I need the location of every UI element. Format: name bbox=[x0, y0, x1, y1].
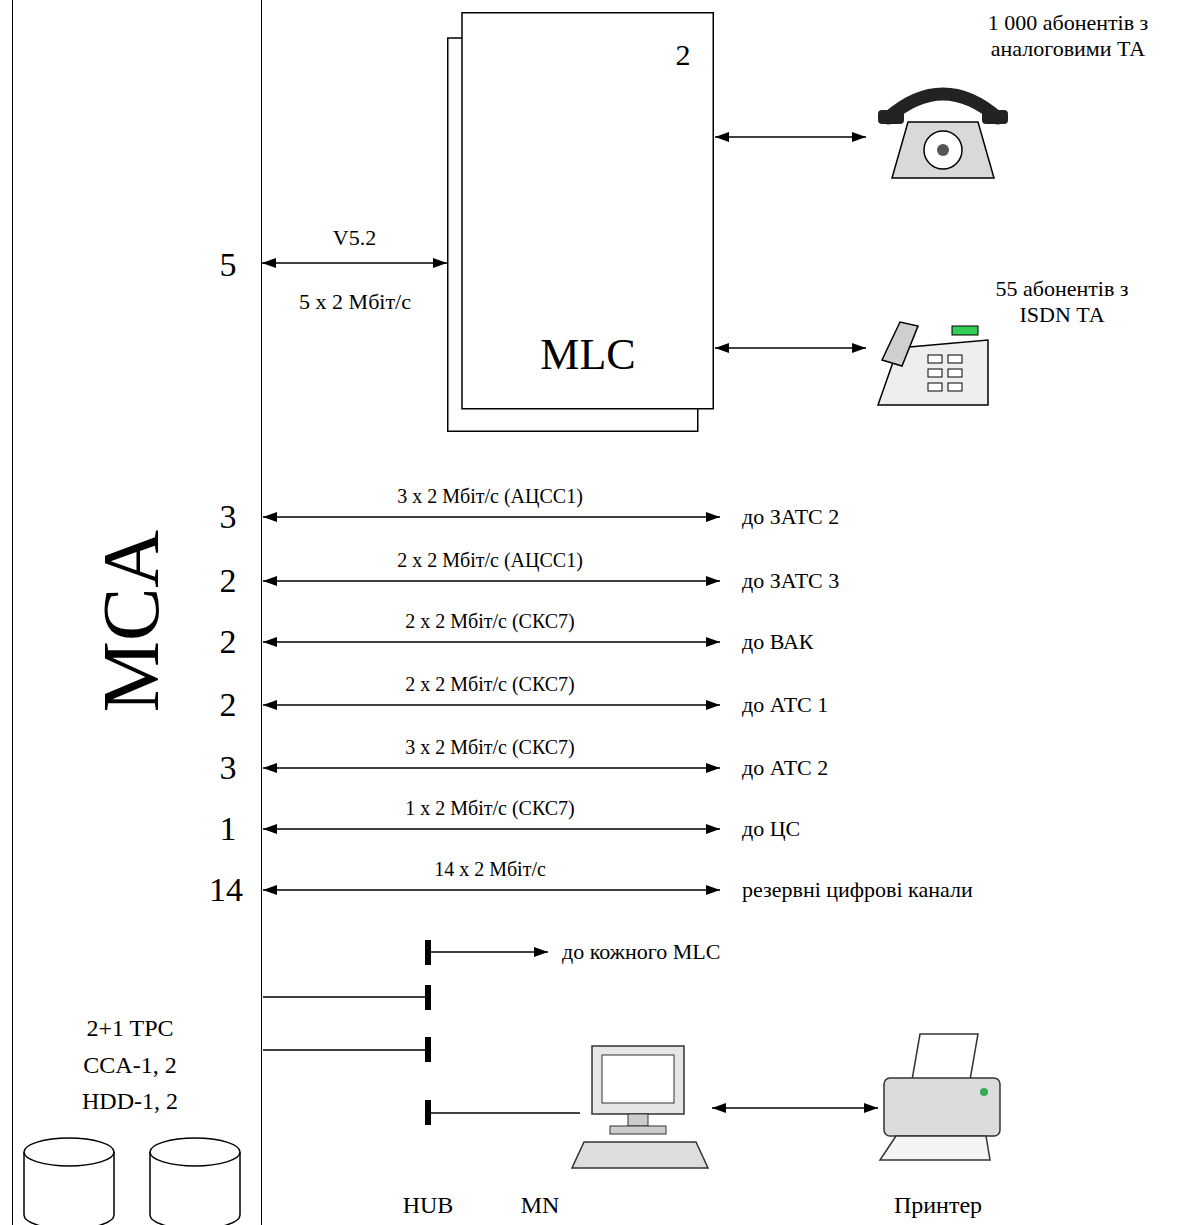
channel-count: 2 bbox=[220, 685, 237, 726]
analog-phone-icon bbox=[878, 94, 1008, 178]
destination-label: до кожного MLC bbox=[562, 939, 720, 965]
subscriber-arrow bbox=[715, 136, 866, 138]
trunk-arrow bbox=[263, 889, 720, 891]
hub-port bbox=[425, 940, 431, 965]
unit-count: 2 bbox=[676, 38, 691, 73]
trunk-arrow bbox=[263, 704, 720, 706]
trunk-arrow bbox=[263, 641, 720, 643]
hub-arrow bbox=[428, 951, 548, 953]
hub-port bbox=[425, 1100, 431, 1125]
disk-symbol bbox=[150, 1138, 240, 1166]
hub-port bbox=[425, 985, 431, 1010]
trunk-arrow bbox=[263, 828, 720, 830]
block-title: MLC bbox=[540, 330, 635, 381]
computer-icon bbox=[572, 1046, 708, 1168]
channel-count: 14 bbox=[209, 870, 243, 911]
link-rate: 2 x 2 Мбіт/с (СКС7) bbox=[405, 609, 575, 633]
subscriber-note: 55 абонентів з ISDN ТА bbox=[980, 276, 1145, 329]
mlc-stack: 2MLC bbox=[447, 12, 714, 432]
destination-label: резервні цифрові канали bbox=[742, 877, 973, 903]
equipment-label: HDD-1, 2 bbox=[82, 1087, 178, 1116]
hub-wire bbox=[263, 996, 428, 998]
block-title: MCA bbox=[85, 530, 177, 712]
hub-wire bbox=[428, 1112, 580, 1114]
interface-label: V5.2 bbox=[330, 225, 379, 250]
link-rate: 1 x 2 Мбіт/с (СКС7) bbox=[405, 796, 575, 820]
subscriber-note: 1 000 абонентів з аналоговими ТА bbox=[966, 10, 1171, 63]
destination-label: до ЗАТС 2 bbox=[742, 504, 839, 530]
disk-symbol bbox=[24, 1138, 114, 1166]
link-rate: 5 x 2 Мбіт/с bbox=[299, 289, 411, 315]
link-rate: 2 x 2 Мбіт/с (СКС7) bbox=[405, 672, 575, 696]
link-rate: 14 x 2 Мбіт/с bbox=[434, 857, 546, 881]
subscriber-arrow bbox=[715, 347, 866, 349]
isdn-phone-icon bbox=[878, 322, 988, 405]
device-label: HUB bbox=[403, 1191, 454, 1220]
channel-count: 2 bbox=[220, 622, 237, 663]
destination-label: до ВАК bbox=[742, 629, 814, 655]
hub-port bbox=[425, 1037, 431, 1062]
equipment-label: CCA-1, 2 bbox=[83, 1051, 176, 1080]
mca-block: MCA bbox=[12, 0, 262, 1225]
front-box bbox=[462, 13, 713, 409]
device-label: Принтер bbox=[894, 1191, 982, 1220]
trunk-arrow bbox=[263, 580, 720, 582]
printer-icon bbox=[880, 1034, 1000, 1160]
link-rate: 3 x 2 Мбіт/с (АЦСС1) bbox=[397, 484, 583, 508]
equipment-label: 2+1 TPC bbox=[86, 1014, 173, 1043]
trunk-arrow bbox=[263, 767, 720, 769]
link-rate: 3 x 2 Мбіт/с (СКС7) bbox=[405, 735, 575, 759]
channel-count: 3 bbox=[220, 748, 237, 789]
channel-count: 5 bbox=[220, 245, 237, 286]
destination-label: до АТС 2 bbox=[742, 755, 828, 781]
trunk-arrow bbox=[263, 516, 720, 518]
printer-arrow bbox=[712, 1107, 878, 1109]
destination-label: до ЗАТС 3 bbox=[742, 568, 839, 594]
hub-wire bbox=[263, 1049, 428, 1051]
device-label: MN bbox=[521, 1191, 560, 1220]
destination-label: до ЦС bbox=[742, 816, 800, 842]
link-rate: 2 x 2 Мбіт/с (АЦСС1) bbox=[397, 548, 583, 572]
destination-label: до АТС 1 bbox=[742, 692, 828, 718]
channel-count: 1 bbox=[220, 809, 237, 850]
channel-count: 3 bbox=[220, 497, 237, 538]
channel-count: 2 bbox=[220, 561, 237, 602]
link-arrow bbox=[262, 262, 447, 264]
